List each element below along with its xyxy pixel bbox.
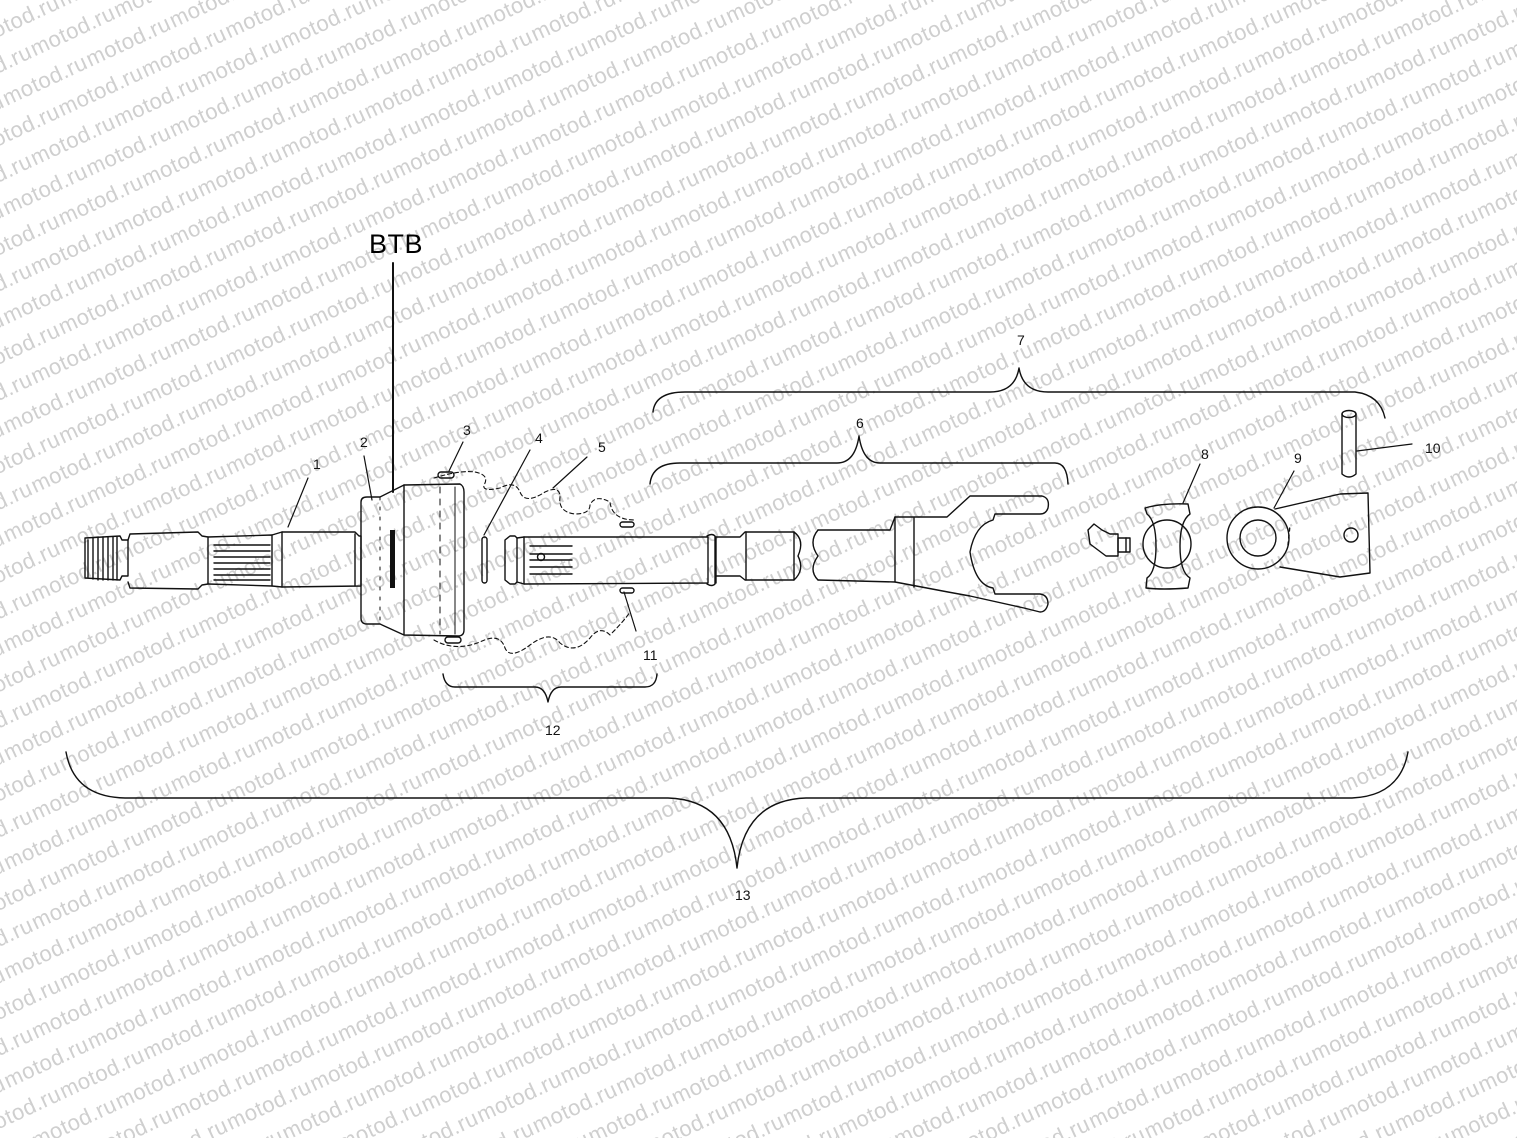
callout-9: 9: [1294, 450, 1302, 466]
small-clamp-bottom: [619, 587, 635, 594]
alignment-mark: [390, 530, 395, 588]
snap-ring: [481, 536, 488, 584]
bracket-13: [65, 751, 1409, 869]
callout-12: 12: [545, 722, 561, 738]
callout-6: 6: [856, 415, 864, 431]
callout-2: 2: [360, 434, 368, 450]
cv-boot: [433, 471, 636, 654]
btb-label: BTB: [369, 229, 424, 259]
callout-13: 13: [735, 887, 751, 903]
inner-shaft: [504, 495, 1050, 613]
bracket-12: [442, 673, 658, 703]
callout-5: 5: [598, 439, 606, 455]
callout-4: 4: [535, 430, 543, 446]
bracket-6: [649, 435, 1069, 485]
leader-lines: [287, 441, 1413, 632]
callout-8: 8: [1201, 446, 1209, 462]
small-clamp-top: [619, 521, 635, 528]
callout-10: 10: [1425, 440, 1441, 456]
callout-11: 11: [643, 647, 658, 663]
u-joint-cross: [1087, 503, 1192, 590]
bracket-7: [652, 367, 1386, 419]
stub-shaft: [84, 531, 362, 590]
callout-1: 1: [313, 456, 321, 472]
boot-clamp-top: [437, 471, 455, 479]
yoke-flange: [1226, 492, 1371, 578]
callout-3: 3: [463, 422, 471, 438]
roll-pin: [1341, 409, 1357, 478]
cv-joint-housing: [360, 483, 465, 637]
callout-7: 7: [1017, 332, 1025, 348]
boot-clamp-bottom: [444, 636, 462, 644]
